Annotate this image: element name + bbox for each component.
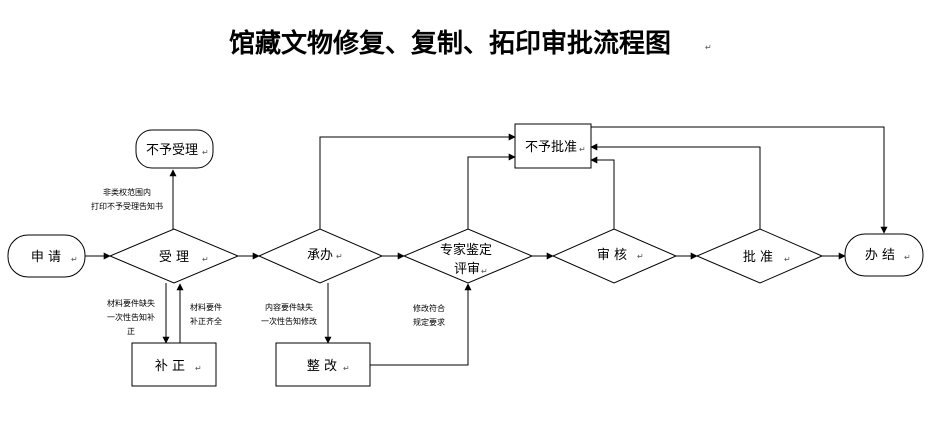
apply-label: 申 请: [31, 250, 61, 265]
rectify-done-note-line2: 规定要求: [413, 317, 445, 327]
node-approve: 批 准 ↵: [695, 228, 824, 284]
connectors: [85, 126, 888, 366]
rectify-request-note-line2: 一次性告知修改: [261, 316, 317, 326]
supplement-request-note-line3: 正: [127, 327, 135, 336]
undertake-label: 承办: [307, 248, 333, 263]
annotations: 非类权范围内 打印不予受理告知书 材料要件缺失 一次性告知补 正 材料要件 补正…: [91, 187, 445, 336]
paragraph-mark: ↵: [579, 145, 586, 154]
not-accept-terminal: [135, 129, 214, 169]
node-not-accept: 不予受理 ↵: [135, 129, 214, 169]
paragraph-mark: ↵: [336, 252, 343, 261]
finish-label: 办 结: [865, 248, 895, 263]
node-supplement: 补 正 ↵: [131, 342, 217, 387]
arrow-not-approve-to-finish: [591, 126, 888, 234]
node-finish: 办 结 ↵: [844, 233, 924, 277]
accept-label: 受 理: [159, 250, 189, 265]
paragraph-mark: ↵: [202, 148, 209, 157]
paragraph-mark: ↵: [343, 364, 350, 373]
arrow-undertake-to-not-approve: [319, 133, 516, 229]
paragraph-mark-title: ↵: [705, 43, 712, 52]
supplement-done-note-line1: 材料要件: [190, 302, 222, 312]
paragraph-mark: ↵: [904, 253, 911, 262]
arrow-expert-to-not-approve: [467, 153, 516, 229]
paragraph-mark: ↵: [202, 255, 209, 264]
review-decision: [551, 228, 678, 284]
supplement-box: [131, 342, 217, 387]
review-label: 审 核: [597, 248, 627, 263]
rectify-request-note-line1: 内容要件缺失: [265, 302, 313, 312]
paragraph-mark: ↵: [71, 255, 78, 264]
supplement-request-note-line1: 材料要件缺失: [107, 298, 155, 308]
node-rectify: 整 改 ↵: [275, 342, 371, 387]
node-accept: 受 理 ↵: [108, 228, 240, 284]
not-approve-box: [514, 123, 592, 169]
not-approve-label: 不予批准: [525, 140, 577, 155]
not-accept-label: 不予受理: [146, 143, 198, 158]
supplement-label: 补 正: [155, 359, 185, 374]
paragraph-mark: ↵: [637, 252, 644, 261]
accept-decision: [108, 228, 240, 284]
approve-decision: [695, 228, 824, 284]
paragraph-mark: ↵: [195, 364, 202, 373]
node-apply: 申 请 ↵: [7, 234, 86, 278]
expert-review-decision: [402, 228, 534, 284]
approve-label: 批 准: [743, 250, 773, 265]
paragraph-mark: ↵: [481, 267, 488, 276]
supplement-request-note-line2: 一次性告知补: [107, 312, 155, 322]
not-accept-note-line2: 打印不予受理告知书: [91, 201, 163, 211]
rectify-box: [275, 342, 371, 387]
node-expert-review: 专家鉴定 评审 ↵: [402, 228, 534, 284]
paragraph-mark: ↵: [784, 255, 791, 264]
node-not-approve: 不予批准 ↵: [514, 123, 592, 169]
undertake-decision: [257, 228, 384, 284]
expert-review-label-line1: 专家鉴定: [440, 242, 492, 258]
rectify-done-note-line1: 修改符合: [413, 303, 445, 313]
page-title: 馆藏文物修复、复制、拓印审批流程图: [229, 28, 671, 59]
apply-terminal: [7, 234, 86, 278]
not-accept-note-line1: 非类权范围内: [103, 187, 151, 197]
finish-terminal: [844, 233, 924, 277]
arrow-approve-to-not-approve: [590, 143, 761, 229]
expert-review-label-line2: 评审: [454, 262, 480, 277]
supplement-done-note-line2: 补正齐全: [190, 316, 222, 326]
node-undertake: 承办 ↵: [257, 228, 384, 284]
node-review: 审 核 ↵: [551, 228, 678, 284]
arrow-rectify-to-expert: [370, 283, 472, 366]
arrow-review-to-not-approve: [590, 156, 615, 229]
rectify-label: 整 改: [307, 359, 337, 374]
